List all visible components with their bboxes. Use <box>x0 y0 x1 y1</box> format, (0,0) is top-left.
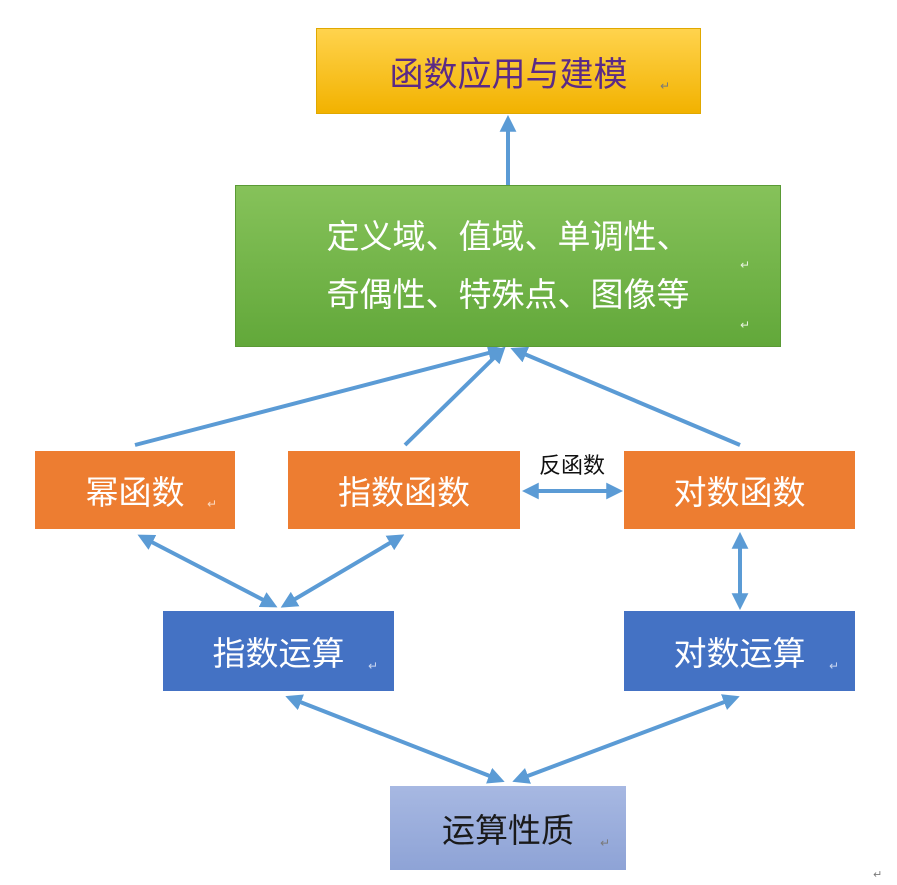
paragraph-mark: ↵ <box>367 659 378 673</box>
paragraph-mark: ↵ <box>659 79 670 93</box>
node-exponential-function-label: 指数函数 <box>338 473 470 512</box>
node-logarithmic-function-label: 对数函数 <box>673 473 806 512</box>
node-function-application: 函数应用与建模 ↵ <box>316 28 701 114</box>
node-function-application-label: 函数应用与建模 <box>389 54 628 95</box>
paragraph-mark: ↵ <box>739 318 750 332</box>
paragraph-mark: ↵ <box>828 659 839 673</box>
arrow-exp-exp-op <box>280 534 405 608</box>
arrow-power-exp-op <box>137 534 278 608</box>
paragraph-mark: ↵ <box>206 497 217 511</box>
node-power-function: 幂函数 ↵ <box>35 451 235 529</box>
arrow-log-to-mid <box>510 346 741 447</box>
node-operation-properties: 运算性质 ↵ <box>390 786 626 870</box>
edge-label-inverse-function: 反函数 <box>538 454 605 479</box>
paragraph-mark: ↵ <box>599 836 610 850</box>
arrow-exp-op-prop <box>285 694 505 784</box>
paragraph-mark: ↵ <box>873 868 883 881</box>
paragraph-mark: ↵ <box>739 258 750 272</box>
node-operation-properties-label: 运算性质 <box>442 811 574 850</box>
node-logarithm-operations-label: 对数运算 <box>673 634 806 673</box>
node-function-properties-line1: 定义域、值域、单调性、 <box>326 217 690 256</box>
node-exponent-operations-label: 指数运算 <box>212 634 345 673</box>
node-function-properties: 定义域、值域、单调性、 奇偶性、特殊点、图像等 ↵ ↵ <box>235 185 781 347</box>
node-logarithm-operations: 对数运算 ↵ <box>624 611 855 691</box>
arrow-log-op-prop <box>512 694 740 784</box>
arrow-exp-to-mid <box>403 346 506 447</box>
node-function-properties-line2: 奇偶性、特殊点、图像等 <box>326 275 690 314</box>
arrow-power-to-mid <box>134 344 505 447</box>
node-logarithmic-function: 对数函数 <box>624 451 855 529</box>
node-power-function-label: 幂函数 <box>85 473 185 512</box>
node-exponent-operations: 指数运算 ↵ <box>163 611 394 691</box>
node-exponential-function: 指数函数 <box>288 451 520 529</box>
